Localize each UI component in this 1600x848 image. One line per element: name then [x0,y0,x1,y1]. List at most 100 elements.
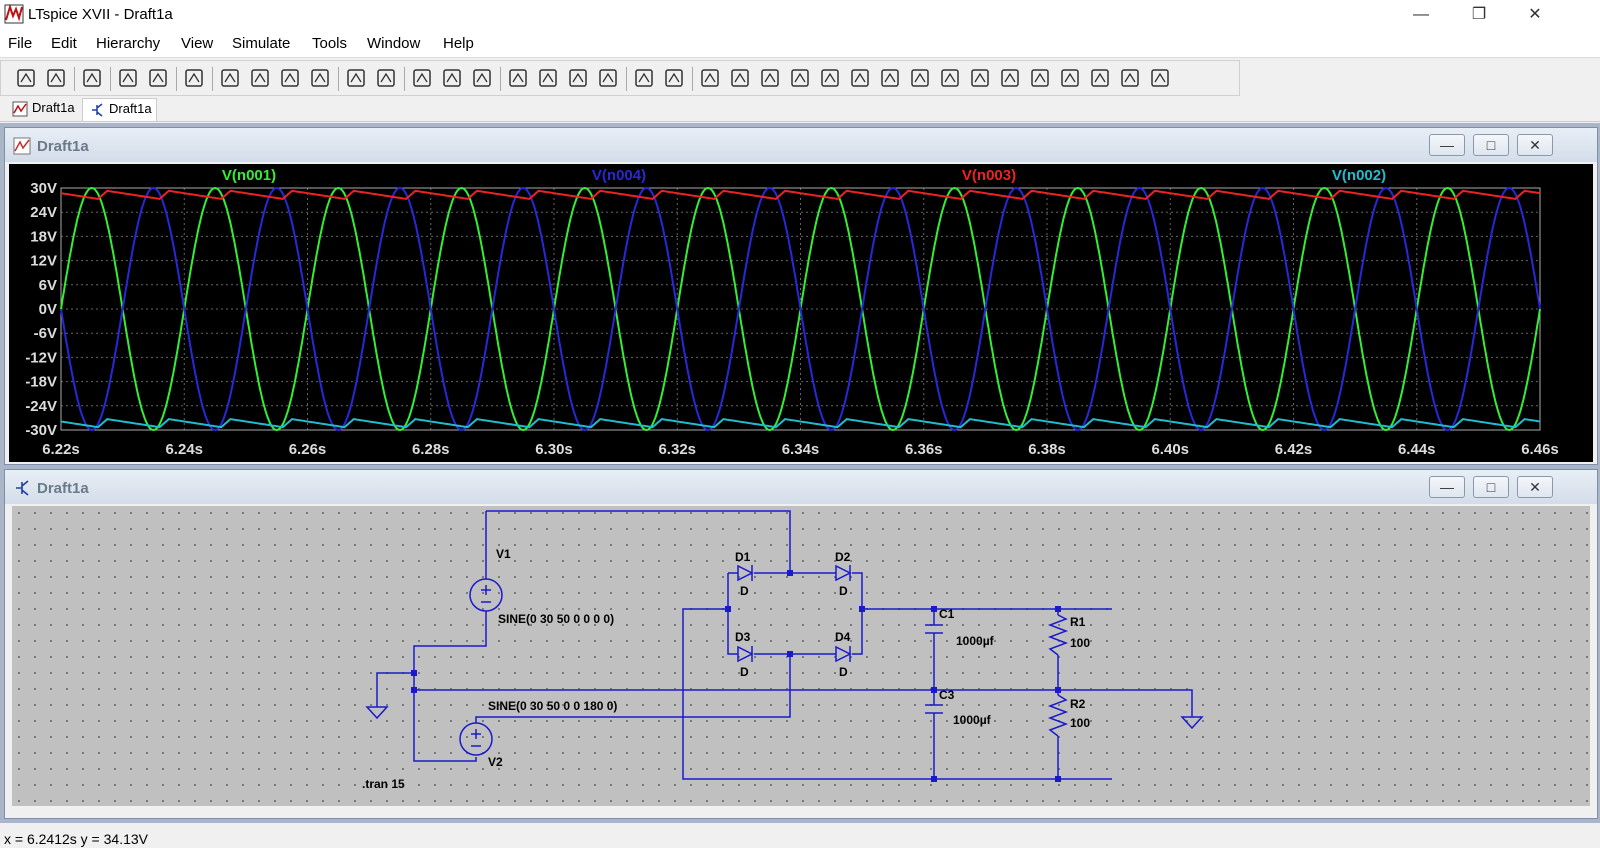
rotate-button[interactable] [1057,65,1083,91]
menu-view[interactable]: View [181,35,214,52]
save-button[interactable] [79,65,105,91]
tile-vertical-button[interactable] [469,65,495,91]
toolbar-separator [110,67,111,91]
ground-button[interactable] [727,65,753,91]
pencil-wire-button[interactable] [697,65,723,91]
print-preview-button[interactable] [661,65,687,91]
print-button[interactable] [631,65,657,91]
print-icon [635,69,653,87]
diode-d1[interactable] [737,564,754,582]
capacitor-c3[interactable] [925,704,943,714]
d4-model: D [839,665,848,679]
x-tick-label: 6.34s [782,441,820,458]
running-man-button[interactable] [145,65,171,91]
cascade-button[interactable] [439,65,465,91]
legend-label[interactable]: V(n002) [1332,167,1386,184]
undo-icon [1001,69,1019,87]
menu-edit[interactable]: Edit [51,35,77,52]
series-line-vn003 [60,189,1541,200]
control-panel-button[interactable] [115,65,141,91]
toolbar-separator [500,67,501,91]
zoom-cancel-button[interactable] [307,65,333,91]
print-preview-icon [665,69,683,87]
minimize-button[interactable]: — [1413,6,1429,23]
mirror-button[interactable] [1087,65,1113,91]
status-bar: x = 6.2412s y = 34.13V [0,828,1600,848]
menu-simulate[interactable]: Simulate [232,35,291,52]
inductor-button[interactable] [847,65,873,91]
tab-waveform[interactable]: Draft1a [6,98,79,121]
paste-button[interactable] [565,65,591,91]
legend-label[interactable]: V(n003) [962,167,1016,184]
restore-button[interactable]: ❐ [1471,6,1487,23]
cut-icon [509,69,527,87]
tab-bar: Draft1a Draft1a [0,97,1600,122]
legend-label[interactable]: V(n001) [222,167,276,184]
label-net-button[interactable] [757,65,783,91]
capacitor-button[interactable] [817,65,843,91]
voltage-source-v2[interactable] [459,722,493,756]
schematic-maximize-button[interactable]: □ [1473,476,1509,498]
schematic-window-titlebar: Draft1a — □ ✕ [5,470,1597,504]
diode-d3[interactable] [737,645,754,663]
tab-schematic[interactable]: Draft1a [82,98,157,121]
spice-directive-button[interactable] [1147,65,1173,91]
plot-settings-button[interactable] [373,65,399,91]
y-tick-label: 30V [30,180,57,197]
close-button[interactable]: ✕ [1528,6,1542,23]
menu-help[interactable]: Help [443,35,474,52]
open-button[interactable] [43,65,69,91]
schematic-canvas[interactable]: V1 SINE(0 30 50 0 0 0 0) SINE(0 30 50 0 … [12,506,1590,806]
menu-tools[interactable]: Tools [312,35,348,52]
d2-label: D2 [835,550,851,564]
diode-icon [881,69,899,87]
copy-button[interactable] [535,65,561,91]
plot-settings-icon [377,69,395,87]
ground-symbol [365,706,389,720]
y-tick-label: -30V [25,422,57,439]
copy-icon [539,69,557,87]
text-button[interactable] [1117,65,1143,91]
y-tick-label: -24V [25,398,57,415]
diode-d2[interactable] [835,564,852,582]
spice-directive[interactable]: .tran 15 [362,777,405,791]
v2-label: V2 [488,755,503,769]
menu-window[interactable]: Window [367,35,421,52]
autorange-button[interactable] [343,65,369,91]
waveform-maximize-button[interactable]: □ [1473,134,1509,156]
run-button[interactable] [13,65,39,91]
schematic-close-button[interactable]: ✕ [1517,476,1553,498]
capacitor-c1[interactable] [925,624,943,634]
menu-file[interactable]: File [8,35,33,52]
waveform-minimize-button[interactable]: — [1429,134,1465,156]
tile-horizontal-button[interactable] [409,65,435,91]
drag-button[interactable] [967,65,993,91]
zoom-area-button[interactable] [247,65,273,91]
undo-button[interactable] [997,65,1023,91]
pan-button[interactable] [181,65,207,91]
zoom-out-button[interactable] [277,65,303,91]
voltage-source-v1[interactable] [469,578,503,612]
find-button[interactable] [595,65,621,91]
move-button[interactable] [937,65,963,91]
component-button[interactable] [907,65,933,91]
legend-label[interactable]: V(n004) [592,167,646,184]
cut-button[interactable] [505,65,531,91]
ground-symbol [1180,716,1204,730]
resistor-r1[interactable] [1047,614,1069,656]
zoom-in-button[interactable] [217,65,243,91]
menu-hierarchy[interactable]: Hierarchy [96,35,161,52]
r1-value: 100 [1070,636,1090,650]
schematic-minimize-button[interactable]: — [1429,476,1465,498]
open-icon [47,69,65,87]
resistor-r2[interactable] [1047,694,1069,737]
waveform-close-button[interactable]: ✕ [1517,134,1553,156]
toolbar-separator [176,67,177,91]
diode-button[interactable] [877,65,903,91]
resistor-button[interactable] [787,65,813,91]
y-tick-label: 6V [39,277,57,294]
save-icon [83,69,101,87]
redo-button[interactable] [1027,65,1053,91]
diode-d4[interactable] [835,645,852,663]
